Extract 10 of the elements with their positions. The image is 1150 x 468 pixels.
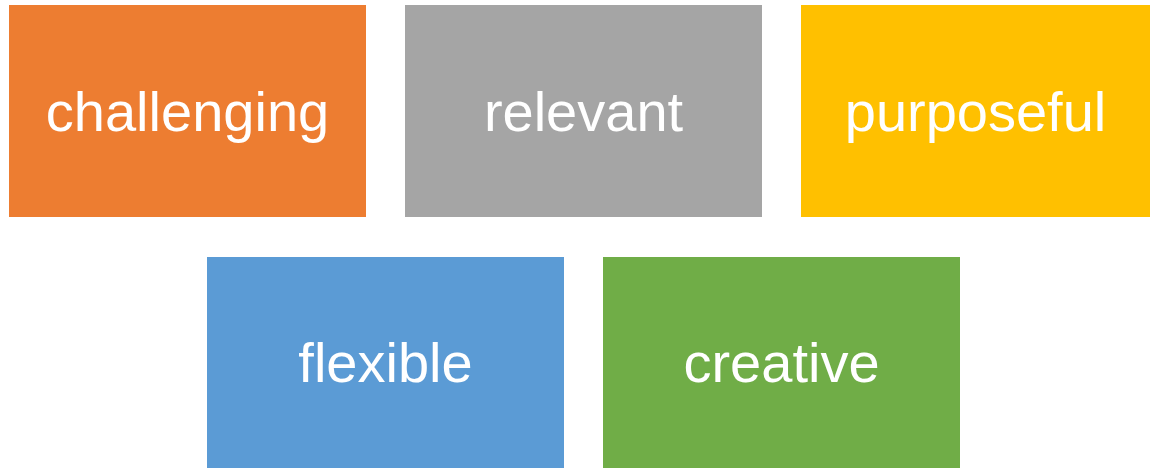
colored-box <box>603 257 960 468</box>
box-label: relevant <box>483 78 684 144</box>
colored-box <box>9 5 366 217</box>
colored-box <box>405 5 762 217</box>
box-label: creative <box>683 330 880 395</box>
box-label: flexible <box>298 330 473 395</box>
colored-box <box>801 5 1150 217</box>
box-label: challenging <box>45 78 330 144</box>
colored-box <box>207 257 564 468</box>
box-label: purposeful <box>844 78 1107 144</box>
